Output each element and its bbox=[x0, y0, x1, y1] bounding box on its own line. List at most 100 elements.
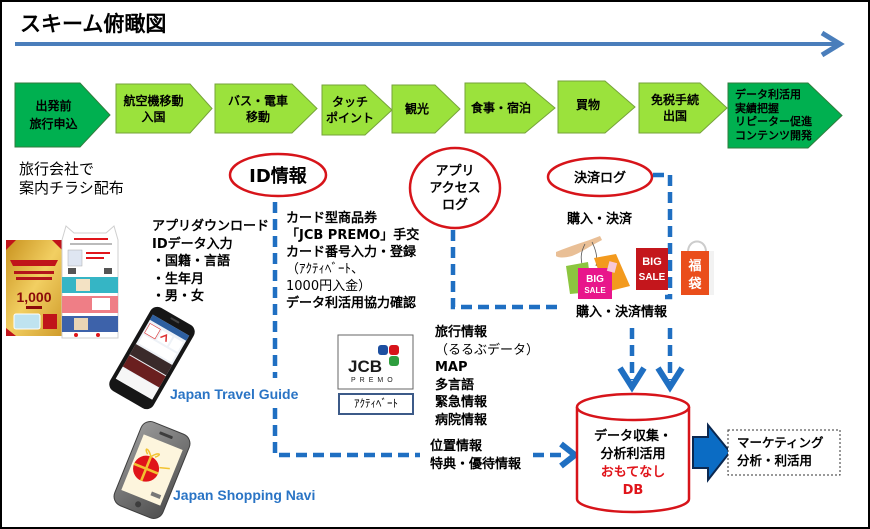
database-name-line: おもてなし bbox=[600, 465, 666, 480]
step-label-sightseeing: 観光 bbox=[392, 85, 442, 133]
step-label-line: バス・電車 bbox=[227, 93, 288, 108]
big-sale-sign-image: BIG SALE bbox=[636, 248, 668, 290]
step-label-line: 買物 bbox=[575, 98, 600, 112]
id-info-flow-lower bbox=[272, 408, 420, 458]
travel-info-line: （るるぶデータ） bbox=[435, 342, 540, 358]
marketing-output-label: マーケティング 分析・利活用 bbox=[737, 434, 824, 470]
flyer-pamphlet bbox=[61, 225, 119, 339]
jcb-premo-logo: JCB PREMO bbox=[337, 334, 414, 390]
step-label-dining-lodging: 食事・宿泊 bbox=[465, 83, 537, 133]
travel-guide-phone-image bbox=[109, 306, 195, 410]
step-label-line: 航空機移動 bbox=[123, 93, 184, 108]
jcb-logo-product: PREMO bbox=[351, 377, 397, 384]
app-download-line: ・生年月 bbox=[152, 271, 205, 287]
step-label-departure: 出発前 旅行申込 bbox=[15, 83, 92, 147]
fukubukuro-text-1: 福 bbox=[687, 258, 701, 274]
activate-label: ｱｸﾃｨﾍﾞｰﾄ bbox=[354, 397, 398, 410]
bag-sale-text-sale: SALE bbox=[584, 286, 606, 295]
step-label-line: 出発前 bbox=[35, 99, 72, 113]
step-label-line: コンテンツ開発 bbox=[735, 128, 812, 142]
database-label-line: データ収集・ bbox=[593, 429, 672, 444]
app-download-line: ・男・女 bbox=[152, 289, 205, 304]
location-info-line: 位置情報 bbox=[430, 439, 483, 454]
step-label-line: 旅行申込 bbox=[29, 117, 78, 131]
step-chevron-dining-lodging bbox=[464, 82, 556, 134]
app-log-flow bbox=[450, 230, 563, 310]
travel-info-line: 緊急情報 bbox=[435, 395, 488, 411]
fukubukuro-bag-image: 福 袋 bbox=[681, 240, 714, 295]
database-name-line: DB bbox=[622, 483, 644, 498]
step-label-line: 免税手続 bbox=[650, 93, 699, 107]
node-label-line: ログ bbox=[441, 198, 468, 213]
purchase-info-arrowhead-left bbox=[617, 366, 647, 393]
sale-sign-text-big: BIG bbox=[642, 256, 662, 268]
card-process-line: 「JCB PREMO」手交 bbox=[286, 228, 420, 243]
marketing-box-outline bbox=[727, 429, 841, 476]
app-download-steps: アプリダウンロード IDデータ入力 ・国籍・言語 ・生年月 ・男・女 bbox=[152, 218, 269, 306]
purchase-info-label: 購入・決済情報 bbox=[576, 305, 668, 320]
step-label-shopping: 買物 bbox=[558, 80, 618, 130]
step-label-flight: 航空機移動 入国 bbox=[116, 84, 191, 133]
activate-box-outline bbox=[338, 393, 414, 415]
travel-info-line: 多言語 bbox=[435, 377, 475, 393]
sale-sign-text-sale: SALE bbox=[639, 272, 666, 283]
fukubukuro-text-2: 袋 bbox=[687, 276, 702, 292]
travel-guide-app-name: Japan Travel Guide bbox=[170, 386, 299, 402]
step-chevron-bus-train bbox=[214, 83, 318, 134]
travel-info-line: 病院情報 bbox=[435, 412, 488, 428]
shopping-bags-image: BIG SALE bbox=[556, 236, 630, 299]
step-label-line: タッチ bbox=[331, 95, 368, 109]
database-label: データ収集・ 分析利活用 おもてなし DB bbox=[577, 428, 689, 500]
card-process-line: カード番号入力・登録 bbox=[286, 245, 417, 260]
step-chevron-flight bbox=[115, 83, 213, 134]
payment-info-arrowhead-right bbox=[655, 366, 685, 393]
marketing-line: マーケティング bbox=[737, 435, 824, 450]
card-process-steps: カード型商品券 「JCB PREMO」手交 カード番号入力・登録 （ｱｸﾃｨﾍﾞ… bbox=[286, 210, 419, 312]
database-cylinder-body bbox=[575, 407, 691, 514]
travel-info-line: 旅行情報 bbox=[435, 325, 488, 340]
node-label-line: アクセス bbox=[429, 181, 481, 196]
step-label-line: 出国 bbox=[662, 109, 687, 123]
step-label-line: 食事・宿泊 bbox=[470, 101, 531, 115]
note-line: 旅行会社で bbox=[19, 160, 95, 178]
card-process-line: データ利活用協力確認 bbox=[286, 296, 417, 311]
location-info-line: 特典・優待情報 bbox=[430, 456, 522, 472]
flyer-gold-card: 1,000 bbox=[6, 240, 62, 336]
payment-log-node-outline bbox=[546, 156, 654, 198]
step-chevron-data-utilization bbox=[727, 82, 843, 149]
purchase-label: 購入・決済 bbox=[567, 212, 633, 227]
jcb-logo-blue-petal bbox=[378, 345, 388, 355]
travel-info-list: 旅行情報 （るるぶデータ） MAP 多言語 緊急情報 病院情報 bbox=[435, 324, 539, 430]
page-title: スキーム俯瞰図 bbox=[20, 12, 167, 36]
step-chevron-sightseeing bbox=[391, 84, 461, 134]
shopping-navi-app-name: Japan Shopping Navi bbox=[173, 487, 316, 503]
bag-sale-text-big: BIG bbox=[586, 274, 604, 285]
step-label-line: 観光 bbox=[404, 102, 429, 116]
card-process-line: 1000円入金） bbox=[286, 279, 372, 294]
step-label-line: ポイント bbox=[325, 111, 374, 125]
flyer-amount-text: 1,000 bbox=[16, 289, 51, 305]
app-access-log-node-outline bbox=[408, 146, 502, 230]
payment-log-node-label: 決済ログ bbox=[573, 171, 626, 186]
location-flow-arrowhead bbox=[559, 441, 580, 469]
id-info-node-outline bbox=[228, 152, 328, 198]
travel-agency-note: 旅行会社で 案内チラシ配布 bbox=[19, 160, 124, 198]
timeline-arrow-head bbox=[820, 30, 845, 58]
jcb-logo-brand: JCB bbox=[348, 357, 382, 376]
id-info-node-label: ID情報 bbox=[249, 166, 307, 187]
step-label-line: データ利活用 bbox=[735, 88, 801, 101]
app-access-log-node-label: アプリ アクセス ログ bbox=[410, 163, 500, 214]
step-label-line: 入国 bbox=[141, 109, 166, 124]
app-download-line: ・国籍・言語 bbox=[152, 254, 231, 269]
step-label-tax-free-departure: 免税手続 出国 bbox=[639, 83, 711, 133]
marketing-line: 分析・利活用 bbox=[737, 453, 813, 468]
card-process-line: （ｱｸﾃｨﾍﾞｰﾄ、 bbox=[286, 262, 365, 277]
step-label-data-utilization: データ利活用 実績把握 リピーター促進 コンテンツ開発 bbox=[735, 88, 812, 142]
step-label-bus-train: バス・電車 移動 bbox=[215, 84, 301, 133]
shopping-navi-phone-image bbox=[113, 421, 191, 519]
step-chevron-tax-free-departure bbox=[638, 82, 728, 134]
db-to-marketing-arrow bbox=[692, 422, 732, 483]
step-label-touch-point: タッチ ポイント bbox=[322, 85, 378, 135]
step-label-line: 移動 bbox=[245, 109, 270, 124]
